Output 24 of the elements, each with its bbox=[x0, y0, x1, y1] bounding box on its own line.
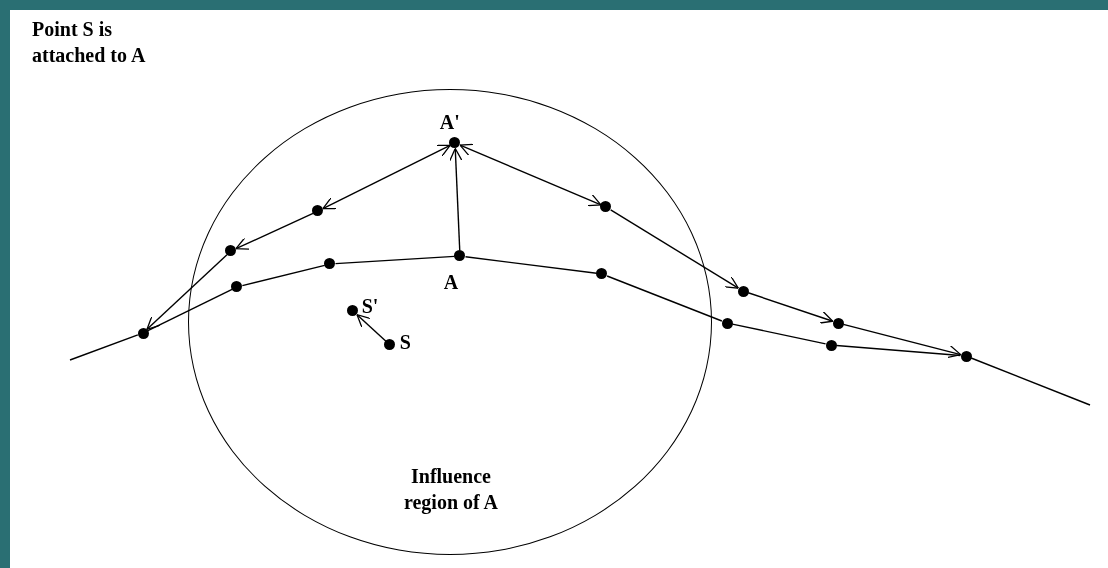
region-label: Influence region of A bbox=[402, 464, 500, 515]
curve-line bbox=[606, 275, 723, 322]
curve-line bbox=[241, 264, 326, 287]
arrow bbox=[146, 254, 228, 330]
curve-line bbox=[835, 344, 962, 357]
arrow bbox=[235, 212, 314, 250]
curve-line bbox=[464, 256, 598, 274]
curve-line bbox=[334, 255, 456, 265]
curve-line bbox=[69, 334, 139, 361]
arrow bbox=[449, 147, 463, 252]
point-label: S' bbox=[361, 295, 379, 316]
curve-line bbox=[970, 357, 1091, 406]
curve-line bbox=[731, 323, 827, 345]
curve-line bbox=[147, 288, 233, 332]
arrow bbox=[356, 314, 387, 342]
note-text: Point S is attached to A bbox=[32, 17, 147, 68]
arrow bbox=[747, 292, 834, 324]
point-label: S bbox=[399, 331, 411, 352]
arrow bbox=[842, 323, 962, 359]
arrow bbox=[459, 143, 602, 207]
point-label: A bbox=[443, 271, 459, 292]
point-label: A' bbox=[439, 111, 460, 132]
arrow bbox=[322, 144, 451, 210]
arrow bbox=[610, 209, 739, 289]
